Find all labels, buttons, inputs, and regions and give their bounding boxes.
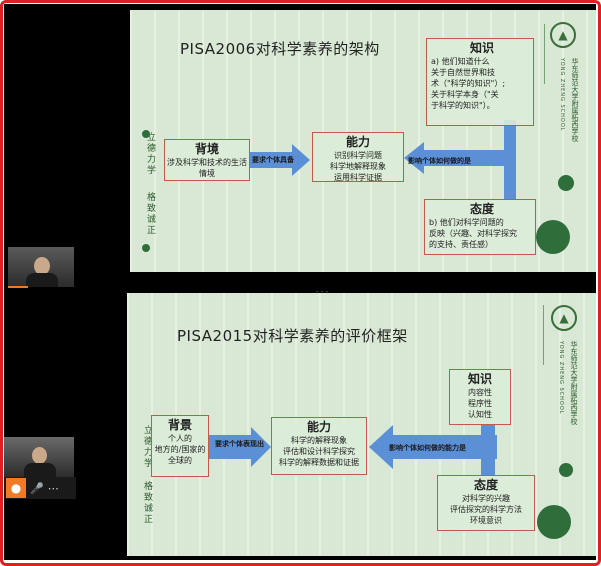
- knowledge-title: 知识: [469, 41, 494, 55]
- decor-dot-large: [537, 505, 571, 539]
- slide-title: PISA2015对科学素养的评价框架: [177, 327, 408, 345]
- knowledge-title: 知识: [467, 372, 492, 386]
- context-line: 地方的/国家的: [154, 445, 206, 454]
- person-body: [24, 463, 56, 477]
- school-name: 华东师范大学附属柘西学校: [570, 341, 578, 425]
- knowledge-line: 关于自然世界和技: [431, 68, 495, 77]
- divider-line: [543, 305, 544, 365]
- slide-title: PISA2006对科学素养的架构: [180, 40, 380, 58]
- knowledge-box: 知识 内容性 程序性 认知性: [449, 369, 511, 425]
- participant-toolbar: ● 🎤 ⋯: [4, 477, 76, 499]
- person-icon[interactable]: ●: [6, 478, 26, 498]
- arrow-influence-label: 影响个体如何做的是: [408, 157, 471, 165]
- active-speaker-indicator: [8, 286, 28, 288]
- side-motto-2: 格致诚正: [142, 481, 152, 525]
- competency-line: 科学地解释现象: [330, 162, 386, 171]
- knowledge-line: 于科学的知识"）。: [431, 101, 495, 110]
- attitudes-title: 态度: [473, 478, 498, 492]
- knowledge-line: a) 他们知道什么: [431, 57, 490, 66]
- attitudes-title: 态度: [469, 202, 494, 216]
- knowledge-line: 程序性: [468, 399, 492, 408]
- decor-dot: [558, 175, 574, 191]
- slide-pisa2015: PISA2015对科学素养的评价框架 立德力学 格致诚正 背景 个人的 地方的/…: [127, 293, 596, 556]
- competencies-title: 能力: [306, 420, 331, 434]
- side-motto-2: 格致诚正: [145, 192, 155, 236]
- arrow-right: [209, 427, 271, 467]
- decor-dot: [559, 463, 573, 477]
- competency-line: 评估和设计科学探究: [283, 447, 355, 456]
- competency-line: 科学的解释现象: [291, 436, 347, 445]
- knowledge-box: 知识 a) 他们知道什么 关于自然世界和技 术（"科学的知识"）; 关于科学本身…: [426, 38, 534, 126]
- divider-mark: - - -: [316, 288, 329, 296]
- context-line: 个人的: [168, 434, 192, 443]
- decor-dot: [142, 244, 150, 252]
- attitude-line: 对科学的兴趣: [462, 494, 510, 503]
- arrow-right: [250, 144, 310, 176]
- participant-video-2[interactable]: [4, 437, 74, 477]
- arrow-left-bracket: [404, 120, 516, 200]
- divider-line: [544, 24, 545, 84]
- school-name-en: YONG ZHENG SCHOOL: [558, 341, 564, 415]
- knowledge-line: 内容性: [468, 388, 492, 397]
- more-icon[interactable]: ⋯: [47, 481, 59, 495]
- arrow-influence-label: 影响个体如何做的能力是: [389, 444, 466, 452]
- arrow-require-label: 要求个体具备: [252, 156, 294, 164]
- context-title: 背景: [167, 418, 192, 432]
- competency-line: 运用科学证据: [334, 173, 382, 182]
- attitudes-box: 态度 对科学的兴趣 评估探究的科学方法 环境意识: [437, 475, 535, 531]
- attitudes-box: 态度 b) 他们对科学问题的 反映（兴趣、对科学探究 的支持、责任感）: [424, 199, 536, 255]
- knowledge-line: 认知性: [468, 410, 492, 419]
- context-box: 背境 涉及科学和技术的生活情境: [164, 139, 250, 181]
- side-motto-1: 立德力学: [142, 425, 152, 469]
- person-face: [34, 257, 50, 275]
- school-name-en: YONG ZHENG SCHOOL: [559, 58, 565, 132]
- person-face: [32, 447, 47, 464]
- competencies-box: 能力 科学的解释现象 评估和设计科学探究 科学的解释数据和证据: [271, 417, 367, 475]
- knowledge-line: 关于科学本身（"关: [431, 90, 499, 99]
- competency-line: 识别科学问题: [334, 151, 382, 160]
- attitude-line: 反映（兴趣、对科学探究: [429, 229, 517, 238]
- participant-video-1[interactable]: [8, 247, 74, 287]
- context-box: 背景 个人的 地方的/国家的 全球的: [151, 415, 209, 477]
- context-line: 全球的: [168, 456, 192, 465]
- decor-dot: [142, 130, 150, 138]
- context-title: 背境: [194, 142, 219, 156]
- attitude-line: b) 他们对科学问题的: [429, 218, 504, 227]
- decor-dot-large: [536, 220, 570, 254]
- arrow-connector: [481, 425, 495, 475]
- knowledge-line: 术（"科学的知识"）;: [431, 79, 506, 88]
- competencies-title: 能力: [345, 135, 370, 149]
- competency-line: 科学的解释数据和证据: [279, 458, 359, 467]
- microphone-icon[interactable]: 🎤: [30, 481, 44, 495]
- school-logo-icon: ▲: [551, 305, 577, 331]
- school-name: 华东师范大学附属柘西学校: [571, 58, 579, 142]
- person-body: [26, 273, 58, 287]
- arrow-left: [369, 425, 497, 469]
- attitude-line: 环境意识: [470, 516, 502, 525]
- slide-pisa2006: PISA2006对科学素养的架构 立德力学 格致诚正 背境 涉及科学和技术的生活…: [130, 10, 596, 272]
- side-motto-1: 立德力学: [145, 132, 155, 176]
- arrow-require-label: 要求个体表现出: [215, 440, 264, 448]
- context-desc: 涉及科学和技术的生活情境: [167, 158, 247, 178]
- school-logo-icon: ▲: [550, 22, 576, 48]
- competencies-box: 能力 识别科学问题 科学地解释现象 运用科学证据: [312, 132, 404, 182]
- attitude-line: 的支持、责任感）: [429, 240, 493, 249]
- attitude-line: 评估探究的科学方法: [450, 505, 522, 514]
